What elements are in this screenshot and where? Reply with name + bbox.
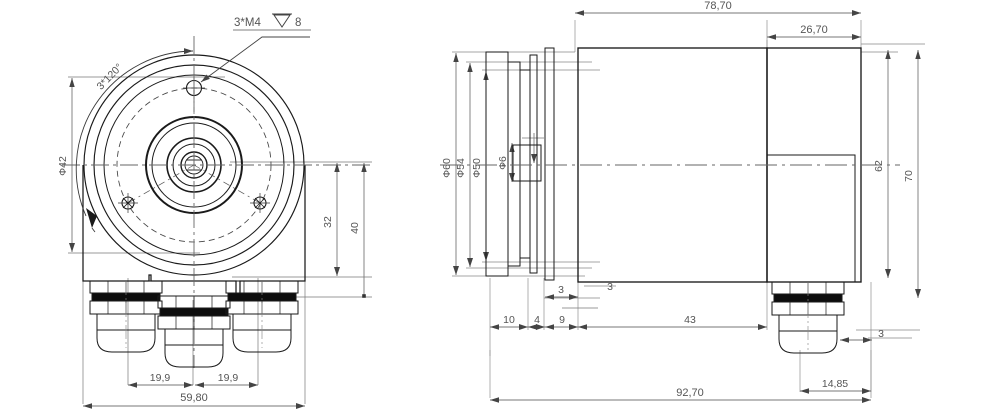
- dim-label-32: 32: [322, 216, 334, 228]
- dim-label-d54: Ф54: [455, 158, 467, 178]
- dim-7870: 78,70: [575, 0, 861, 16]
- terminal-box-ledge: [767, 154, 856, 282]
- label-m4-depth: 8: [295, 17, 301, 29]
- cable-gland-center: [157, 295, 231, 368]
- dim-70: 70: [903, 50, 921, 298]
- dim-1485: 14,85: [800, 378, 871, 394]
- dim-label-7870: 78,70: [704, 0, 732, 12]
- dim-label-2670: 26,70: [800, 24, 828, 36]
- flange-step-d54: [507, 61, 521, 267]
- dim-199-left: 19,9: [128, 372, 193, 388]
- dim-chain-bottom: 10 4 9 43: [490, 314, 767, 330]
- m4-leader: [200, 29, 311, 83]
- angle-arc-120: [75, 48, 194, 233]
- gland-centerlines: [125, 281, 263, 348]
- shaft-profile: [512, 144, 542, 182]
- dim-label-d60: Ф60: [441, 158, 453, 178]
- dim-2670: 26,70: [767, 24, 861, 40]
- dim-label-5980: 59,80: [180, 392, 208, 404]
- front-view-extension-lines: [68, 76, 372, 404]
- front-view-group: Ф42: [57, 13, 372, 409]
- dim-3a: 3: [545, 284, 578, 300]
- dim-label-70: 70: [903, 170, 915, 182]
- dim-label-10: 10: [503, 314, 515, 326]
- dim-label-62: 62: [873, 160, 885, 172]
- dim-label-9: 9: [559, 314, 565, 326]
- dim-label-d50: Ф50: [471, 158, 483, 178]
- side-view-extension-lines: [452, 20, 925, 398]
- depth-symbol-icon: [272, 13, 292, 28]
- dim-62: 62: [873, 50, 891, 278]
- dim-32: 32: [322, 163, 340, 276]
- dim-d6: Ф6: [497, 133, 544, 182]
- dim-label-3a: 3: [558, 284, 564, 296]
- dim-199-right: 19,9: [195, 372, 258, 388]
- dim-40: 40: [349, 163, 367, 298]
- dim-label-d6: Ф6: [497, 156, 509, 170]
- dim-label-199-left: 19,9: [150, 372, 171, 384]
- dim-d60: Ф60: [441, 53, 459, 275]
- dim-label-3c: 3: [878, 328, 884, 340]
- seal-band-2: [544, 47, 555, 281]
- dim-3c: 3: [840, 328, 884, 343]
- dim-d50: Ф50: [471, 71, 489, 261]
- label-3xM4: 3*M4: [234, 17, 261, 29]
- dim-label-199-right: 19,9: [218, 372, 239, 384]
- dim-9270: 92,70: [490, 387, 871, 403]
- flange-step-d50: [519, 69, 531, 259]
- seal-band-1: [529, 54, 538, 274]
- dim-label-4: 4: [534, 314, 540, 326]
- side-view-group: 78,70 26,70 Ф60 Ф54 Ф50 Ф6: [440, 0, 925, 403]
- dim-label-40: 40: [349, 222, 361, 234]
- dim-label-d42: Ф42: [57, 156, 69, 176]
- dim-3b: 3: [562, 281, 613, 309]
- dim-label-3b: 3: [607, 281, 613, 293]
- dim-label-43: 43: [684, 314, 696, 326]
- angle-arrow-tail: [86, 208, 97, 228]
- dim-label-1485: 14,85: [822, 378, 848, 390]
- dim-5980: 59,80: [83, 392, 305, 409]
- dim-label-9270: 92,70: [676, 387, 704, 399]
